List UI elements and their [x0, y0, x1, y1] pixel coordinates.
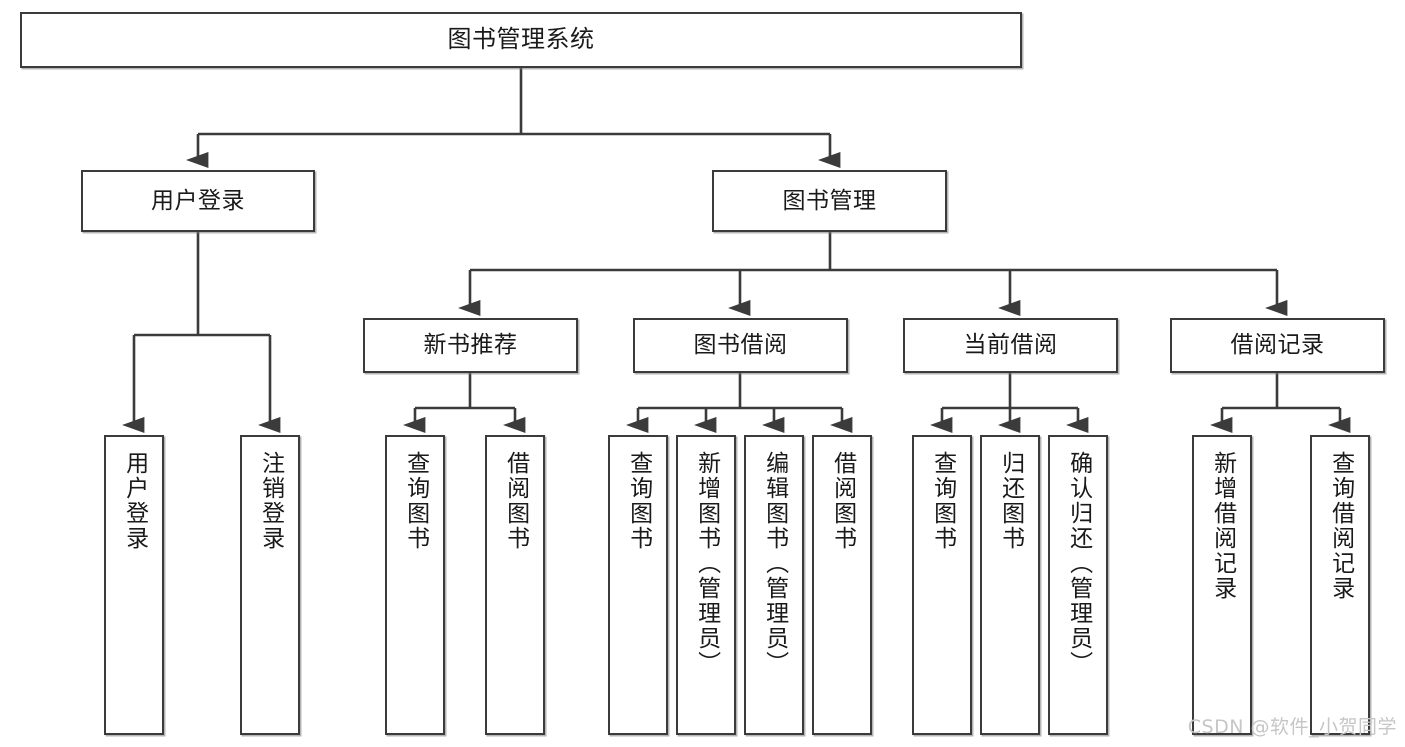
node-label: 新增借阅记录	[1209, 451, 1236, 601]
node-label: 确认归还（管理员）	[1065, 451, 1092, 676]
node-new-book-recommend[interactable]: 新书推荐	[363, 318, 578, 373]
node-label: 借阅图书	[502, 451, 529, 551]
node-label: 编辑图书（管理员）	[761, 451, 788, 676]
node-user-login[interactable]: 用户登录	[81, 170, 315, 232]
node-label: 当前借阅	[963, 332, 1058, 359]
node-book-management[interactable]: 图书管理	[712, 170, 947, 232]
leaf-book-borrow-query-book[interactable]: 查询图书	[608, 435, 668, 735]
leaf-new-book-borrow-book[interactable]: 借阅图书	[485, 435, 545, 735]
leaf-book-borrow-edit-book-admin[interactable]: 编辑图书（管理员）	[744, 435, 804, 735]
leaf-current-borrow-return-book[interactable]: 归还图书	[980, 435, 1040, 735]
node-label: 查询图书	[929, 451, 956, 551]
node-label: 查询图书	[625, 451, 652, 551]
node-book-borrow[interactable]: 图书借阅	[633, 318, 848, 373]
node-label: 新增图书（管理员）	[693, 451, 720, 676]
node-label: 图书借阅	[693, 332, 788, 359]
leaf-user-login-logout[interactable]: 注销登录	[240, 435, 300, 735]
node-label: 图书管理系统	[447, 25, 595, 54]
node-label: 查询图书	[402, 451, 429, 551]
leaf-borrow-record-add-record[interactable]: 新增借阅记录	[1192, 435, 1252, 735]
leaf-borrow-record-query-record[interactable]: 查询借阅记录	[1310, 435, 1370, 735]
node-label: 归还图书	[997, 451, 1024, 551]
node-root-book-management-system[interactable]: 图书管理系统	[20, 12, 1022, 68]
leaf-current-borrow-query-book[interactable]: 查询图书	[912, 435, 972, 735]
node-label: 借阅记录	[1230, 332, 1325, 359]
node-label: 借阅图书	[829, 451, 856, 551]
node-label: 图书管理	[782, 187, 877, 214]
leaf-new-book-query-book[interactable]: 查询图书	[385, 435, 445, 735]
node-current-borrow[interactable]: 当前借阅	[903, 318, 1118, 373]
csdn-watermark: CSDN @软件_小贺同学	[1187, 716, 1397, 738]
leaf-user-login-login[interactable]: 用户登录	[104, 435, 164, 735]
leaf-current-borrow-confirm-return-admin[interactable]: 确认归还（管理员）	[1048, 435, 1108, 735]
node-label: 用户登录	[121, 451, 148, 551]
node-label: 用户登录	[151, 187, 245, 214]
node-label: 新书推荐	[423, 332, 518, 359]
leaf-book-borrow-add-book-admin[interactable]: 新增图书（管理员）	[676, 435, 736, 735]
node-borrow-record[interactable]: 借阅记录	[1170, 318, 1385, 373]
leaf-book-borrow-borrow-book[interactable]: 借阅图书	[812, 435, 872, 735]
node-label: 注销登录	[257, 451, 284, 551]
node-label: 查询借阅记录	[1327, 451, 1354, 601]
